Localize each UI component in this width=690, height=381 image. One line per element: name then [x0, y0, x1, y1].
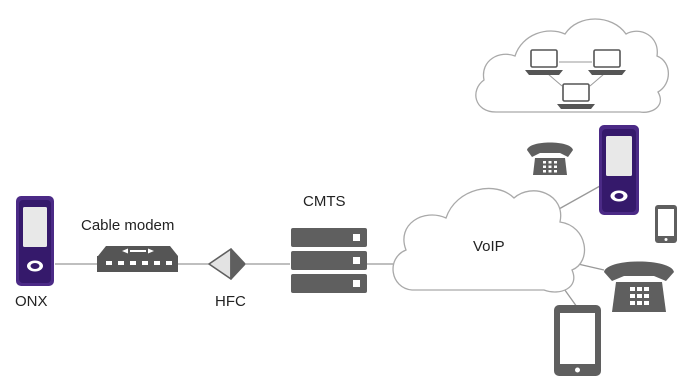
cable-modem-label: Cable modem: [81, 217, 175, 234]
onx-device-icon: [599, 125, 639, 215]
smartphone-icon: [554, 305, 601, 376]
computer-cloud-icon: [475, 18, 670, 113]
link-voip-deskphone: [577, 263, 605, 271]
laptop-icon: [588, 49, 626, 75]
hfc-label: HFC: [215, 293, 246, 310]
onx-device-icon: [16, 196, 54, 286]
smartphone-icon: [655, 205, 677, 243]
laptop-icon: [557, 83, 595, 109]
cmts-label: CMTS: [303, 193, 346, 210]
voip-cloud-icon: [392, 187, 586, 293]
laptop-icon: [525, 49, 563, 75]
hfc-amplifier-icon: [208, 248, 246, 280]
onx-label: ONX: [15, 293, 48, 310]
server-rack-icon: [291, 228, 367, 293]
voip-label: VoIP: [473, 238, 505, 255]
laptop-network-links: [547, 61, 605, 87]
cable-modem-icon: [97, 246, 178, 272]
telephone-icon: [604, 261, 674, 312]
computer-cloud: [475, 18, 670, 113]
telephone-icon: [527, 142, 573, 175]
